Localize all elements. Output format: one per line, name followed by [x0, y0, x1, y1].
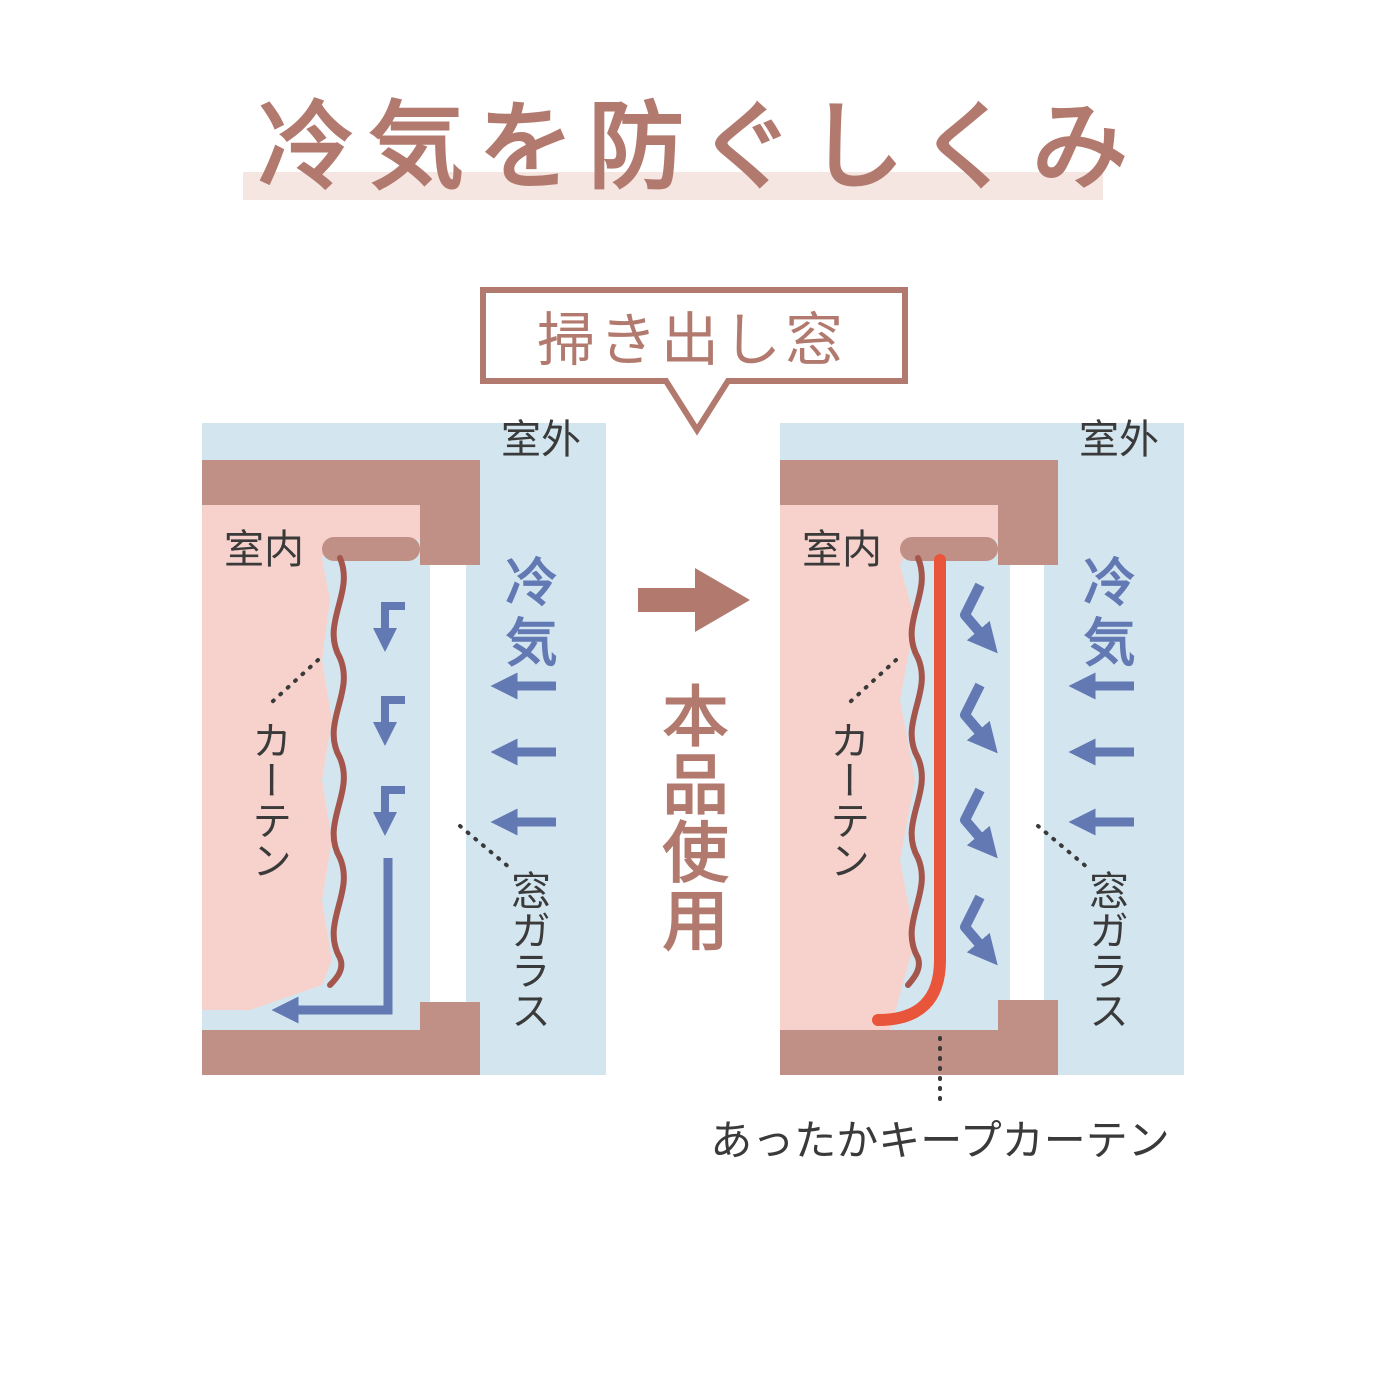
transition: 本品使用 [638, 568, 750, 954]
downdraft-arrow [373, 602, 405, 652]
panel-before: 室外 室内 冷気 カーテン 窓ガラス [202, 417, 606, 1075]
indoor-room-area [202, 505, 420, 1010]
cold-air-arrows-outside [1068, 672, 1134, 836]
indoor-label: 室内 [802, 527, 882, 573]
floor-leak-arrow [271, 858, 393, 1024]
curtain-line [327, 555, 347, 988]
glass-leader-line [1036, 824, 1090, 870]
cold-air-label: 冷気 [1074, 555, 1135, 675]
upper-frame [780, 460, 1058, 565]
window-glass-label: 窓ガラス [1082, 870, 1128, 1030]
cold-air-label: 冷気 [496, 555, 557, 675]
indoor-room-area [780, 505, 998, 1030]
window-glass-pane [1010, 565, 1044, 1005]
cold-air-arrows-outside [490, 672, 556, 836]
deflected-arrow [960, 582, 998, 654]
outdoor-label: 室外 [501, 417, 581, 463]
transition-arrow [638, 568, 750, 632]
downdraft-arrow [373, 786, 405, 836]
glass-leader-line [458, 824, 512, 870]
downdraft-arrows [373, 602, 405, 836]
curtain-label: カーテン [245, 720, 291, 880]
curtain-leader-line [848, 658, 898, 704]
curtain-line [905, 555, 925, 988]
curtain-leader-line [270, 658, 320, 704]
outdoor-label: 室外 [1079, 417, 1159, 463]
warm-keep-curtain-line [872, 554, 946, 1026]
window-type-label: 掃き出し窓 [537, 306, 847, 374]
curtain-label: カーテン [823, 720, 869, 880]
lower-frame [780, 1000, 1058, 1075]
page-title: 冷気を防ぐしくみ [258, 91, 1142, 203]
deflected-arrow [960, 787, 998, 859]
window-type-callout: 掃き出し窓 [480, 287, 908, 436]
panel-after: 室外 室内 冷気 カーテン 窓ガラス あったかキープカーテン [710, 417, 1184, 1165]
window-glass-pane [430, 565, 466, 1010]
deflected-arrow [960, 894, 998, 966]
curtain-rail [322, 537, 420, 561]
deflected-arrow [960, 682, 998, 754]
deflected-air-arrows [960, 582, 998, 966]
indoor-label: 室内 [224, 527, 304, 573]
transition-label: 本品使用 [652, 682, 729, 954]
title-underline-band [243, 172, 1103, 200]
callout-bubble-shape [480, 287, 908, 436]
downdraft-arrow [373, 696, 405, 746]
curtain-rail [900, 537, 998, 561]
upper-frame [202, 460, 480, 565]
window-glass-label: 窓ガラス [504, 870, 550, 1030]
title-area: 冷気を防ぐしくみ [0, 0, 1400, 220]
lower-frame [202, 1002, 480, 1075]
product-label: あったかキープカーテン [710, 1116, 1169, 1165]
